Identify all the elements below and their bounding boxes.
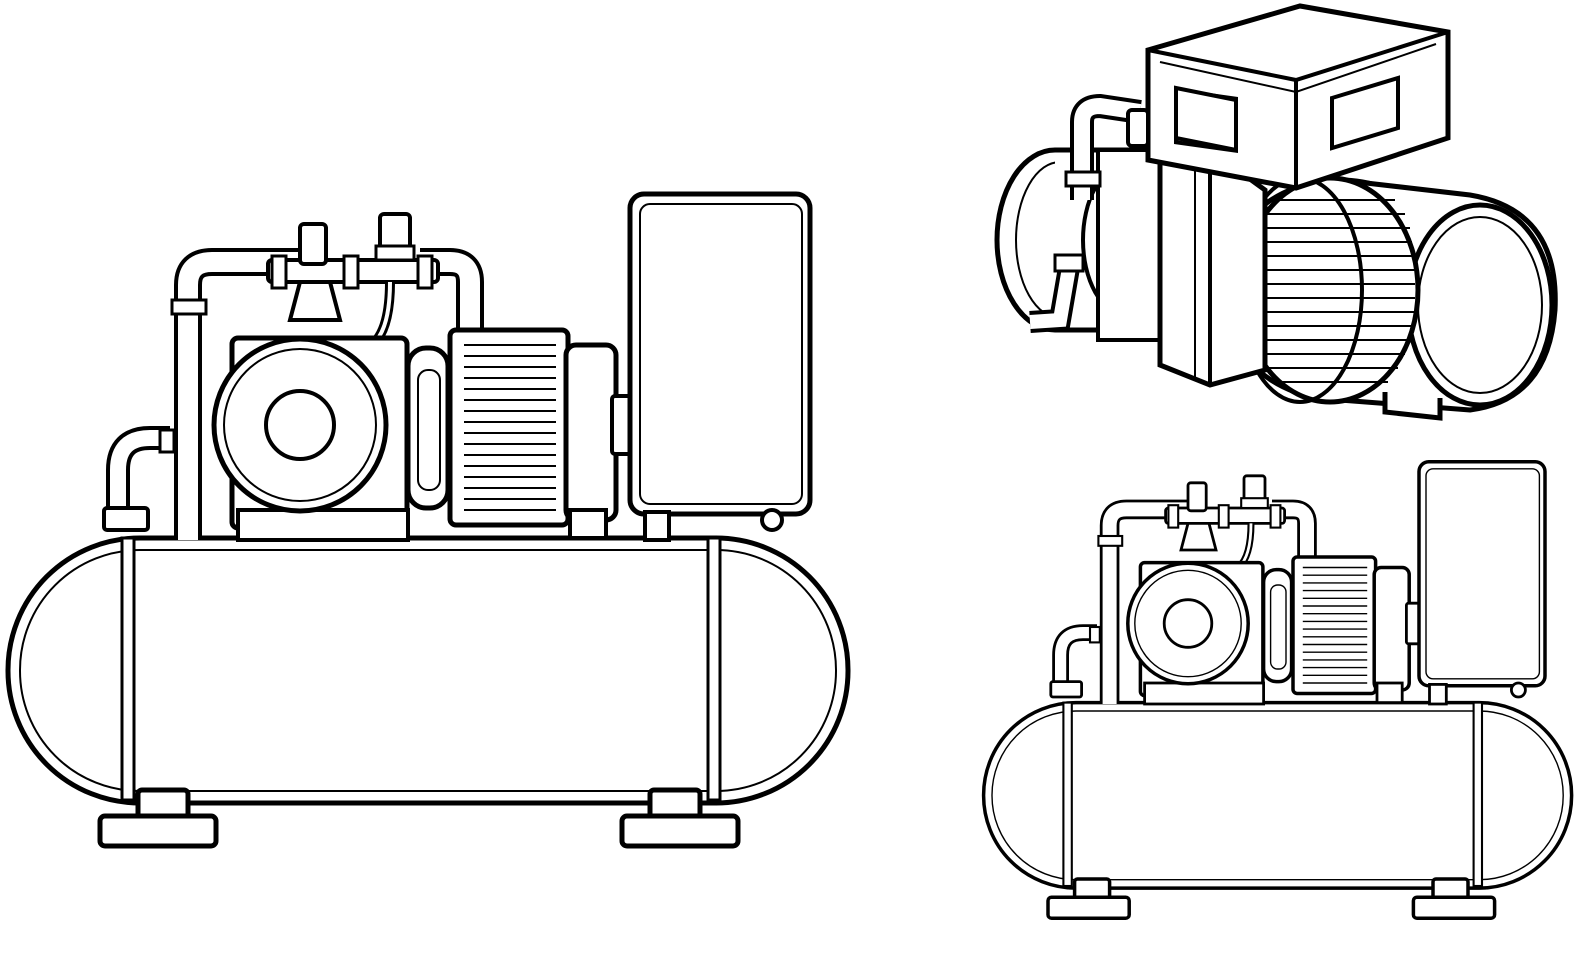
- compressor-unit-isometric: [994, 3, 1558, 421]
- tank-mounted-compressor-large: [8, 194, 848, 846]
- tank-mounted-compressor-small: [984, 462, 1572, 918]
